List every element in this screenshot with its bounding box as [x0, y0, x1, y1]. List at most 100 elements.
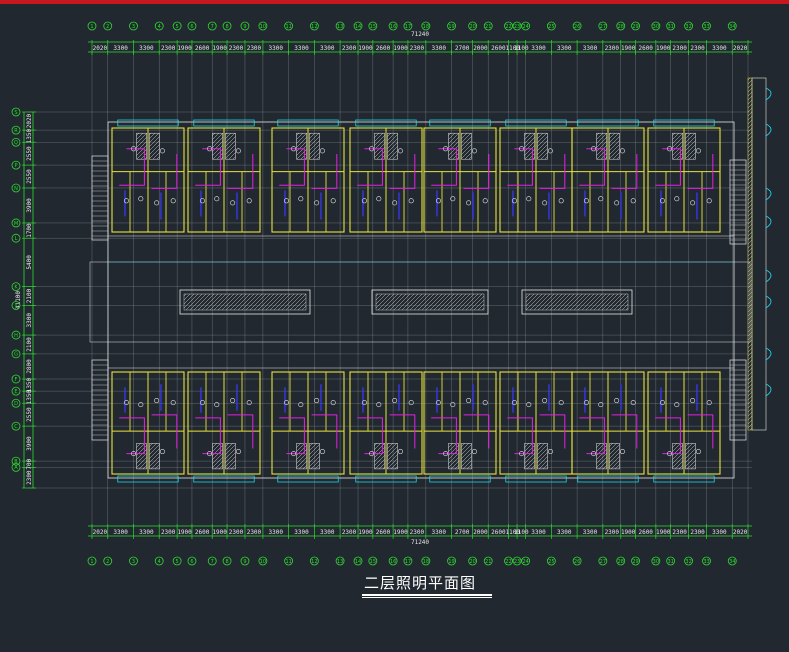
light-fixture: [614, 398, 620, 404]
elevation-balcony: [765, 295, 772, 309]
light-fixture: [246, 198, 252, 204]
lighting-circuit: [539, 154, 566, 189]
light-fixture: [519, 451, 525, 457]
axis-bubble: [468, 21, 478, 31]
lighting-circuit: [389, 414, 416, 449]
lighting-circuit: [279, 417, 305, 455]
lighting-circuit: [311, 414, 338, 449]
axis-bubble: [222, 556, 232, 566]
axis-label: 13: [337, 559, 343, 565]
lighting-circuit: [431, 148, 457, 186]
light-fixture: [214, 196, 220, 202]
dimension-text: 5400: [26, 255, 33, 270]
elevation-balcony: [765, 87, 772, 101]
axis-bubble: [702, 556, 711, 566]
axis-label: 10: [260, 559, 266, 565]
axis-bubble: [447, 556, 456, 566]
dimension-text: 1700: [26, 223, 33, 238]
light-fixture: [695, 148, 701, 154]
outer-wall: [107, 121, 735, 479]
axis-label: 32: [685, 24, 691, 30]
dimension-text: 2300: [410, 529, 425, 536]
bathroom-tile: [672, 443, 683, 470]
light-fixture: [674, 196, 680, 202]
dimension-text: 3300: [294, 45, 309, 52]
overall-dimension-bottom: 71240: [411, 539, 429, 546]
axis-bubble: [11, 330, 21, 340]
light-fixture: [519, 146, 525, 152]
light-fixture: [376, 402, 382, 408]
dimension-text: 1900: [393, 529, 408, 536]
bathroom-tile: [596, 132, 607, 160]
axis-bubble: [284, 21, 294, 31]
left-dimension-texts: 2020135025502550390017005400210033002100…: [26, 113, 33, 484]
light-fixture: [392, 200, 398, 206]
lighting-circuit: [687, 414, 714, 449]
lighting-circuit: [357, 417, 383, 455]
dimension-text: 1900: [177, 529, 192, 536]
axis-bubble: [421, 21, 431, 31]
light-fixture: [547, 449, 553, 455]
bathroom-tile: [374, 132, 385, 160]
lighting-circuit: [195, 417, 221, 455]
bathroom-tile: [309, 132, 320, 160]
axis-label: C: [14, 424, 18, 430]
axis-bubble: [616, 556, 626, 566]
dimension-text: 2600: [376, 529, 391, 536]
axis-bubble: [631, 21, 640, 31]
light-fixture: [138, 402, 144, 408]
axis-bubble: [684, 21, 693, 31]
bathroom-tile: [609, 132, 620, 160]
balcony: [577, 475, 639, 483]
light-fixture: [283, 400, 289, 406]
dimension-text: 3300: [269, 45, 284, 52]
axis-bubble: [651, 21, 661, 31]
axis-bubble: [651, 556, 661, 566]
light-fixture: [471, 148, 477, 154]
light-fixture: [138, 196, 144, 202]
dimension-text: 1900: [358, 45, 373, 52]
axis-label: 18: [423, 24, 429, 30]
elevation-balcony: [765, 123, 772, 137]
light-fixture: [314, 200, 320, 206]
axis-label: 29: [632, 24, 638, 30]
dimension-text: 1900: [621, 529, 636, 536]
dimension-text: 3300: [557, 529, 572, 536]
axis-bubble: [103, 21, 113, 31]
dimension-text: 3300: [583, 529, 598, 536]
lighting-circuit: [227, 414, 254, 449]
bathroom-tile: [609, 443, 620, 470]
dimension-text: 2020: [26, 113, 33, 128]
lighting-circuit: [507, 417, 533, 455]
axis-label: A: [14, 465, 18, 471]
dimension-text: 3300: [269, 529, 284, 536]
axis-bubble: [187, 556, 197, 566]
axis-label: 4: [158, 559, 161, 565]
light-fixture: [207, 146, 213, 152]
dimension-text: 2800: [26, 359, 33, 374]
dimension-text: 2300: [690, 529, 705, 536]
dimension-text: 1350: [26, 377, 33, 392]
axis-label: 31: [667, 24, 673, 30]
axis-bubble: [87, 556, 97, 566]
axis-label: 27: [600, 559, 606, 565]
lighting-circuit: [507, 148, 533, 186]
light-fixture: [690, 200, 696, 206]
dimension-text: 2000: [473, 45, 488, 52]
lighting-circuit: [687, 154, 714, 189]
light-fixture: [598, 402, 604, 408]
dimension-text: 1350: [26, 390, 33, 405]
bathroom-tile: [374, 443, 385, 470]
light-fixture: [619, 449, 625, 455]
bathroom-tile: [136, 443, 147, 470]
dimension-text: 2600: [491, 45, 506, 52]
light-fixture: [630, 400, 636, 406]
axis-bubble: [598, 556, 608, 566]
balcony: [355, 475, 417, 483]
bathroom-tile: [672, 132, 683, 160]
light-fixture: [397, 148, 403, 154]
side-stairs: [91, 155, 747, 441]
light-fixture: [558, 400, 564, 406]
light-fixture: [361, 198, 367, 204]
